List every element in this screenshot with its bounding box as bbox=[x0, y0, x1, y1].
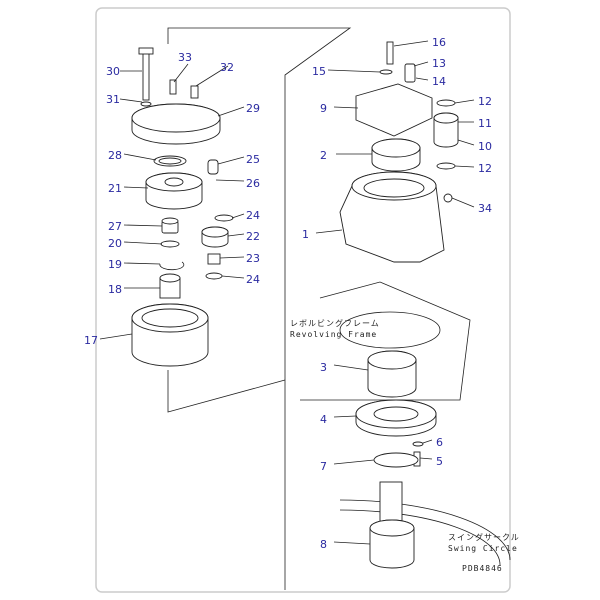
diagram-frame bbox=[95, 7, 511, 593]
callout-15: 15 bbox=[312, 65, 326, 78]
callout-11: 11 bbox=[478, 117, 492, 130]
callout-8: 8 bbox=[320, 538, 327, 551]
right-motor-assembly bbox=[300, 41, 511, 569]
part-9-motor-housing bbox=[355, 83, 433, 137]
part-30-bolt bbox=[142, 51, 150, 101]
guide-line-top bbox=[167, 27, 352, 590]
callout-28: 28 bbox=[108, 149, 122, 162]
callout-24b: 24 bbox=[246, 273, 260, 286]
callout-17: 17 bbox=[84, 334, 98, 347]
revolving-frame-outline bbox=[300, 281, 471, 401]
guide-line-bottom bbox=[167, 370, 286, 413]
callout-16: 16 bbox=[432, 36, 446, 49]
callout-9: 9 bbox=[320, 102, 327, 115]
callout-34: 34 bbox=[478, 202, 492, 215]
swing-circle-en: Swing Circle bbox=[448, 544, 518, 553]
callout-7: 7 bbox=[320, 460, 327, 473]
callout-13: 13 bbox=[432, 57, 446, 70]
drawing-code: PDB4846 bbox=[462, 564, 503, 573]
callout-27: 27 bbox=[108, 220, 122, 233]
callout-18: 18 bbox=[108, 283, 122, 296]
callout-24: 24 bbox=[246, 209, 260, 222]
callout-33: 33 bbox=[178, 51, 192, 64]
callout-26: 26 bbox=[246, 177, 260, 190]
callout-32: 32 bbox=[220, 61, 234, 74]
callout-1: 1 bbox=[302, 228, 309, 241]
swing-circle-jp: スイングサークル bbox=[448, 532, 520, 542]
callout-labels: 30 33 32 31 29 28 25 21 26 24 27 22 20 1… bbox=[84, 36, 492, 551]
callout-31: 31 bbox=[106, 93, 120, 106]
callout-30: 30 bbox=[106, 65, 120, 78]
callout-2: 2 bbox=[320, 149, 327, 162]
callout-22: 22 bbox=[246, 230, 260, 243]
callout-12b: 12 bbox=[478, 162, 492, 175]
callout-19: 19 bbox=[108, 258, 122, 271]
leader-lines bbox=[99, 40, 475, 545]
callout-6: 6 bbox=[436, 436, 443, 449]
swing-circle-outline bbox=[339, 499, 511, 561]
callout-10: 10 bbox=[478, 140, 492, 153]
callout-12: 12 bbox=[478, 95, 492, 108]
callout-25: 25 bbox=[246, 153, 260, 166]
callout-5: 5 bbox=[436, 455, 443, 468]
callout-4: 4 bbox=[320, 413, 327, 426]
revolving-frame-jp: レボルビングフレーム bbox=[290, 318, 380, 328]
callout-14: 14 bbox=[432, 75, 446, 88]
callout-20: 20 bbox=[108, 237, 122, 250]
callout-29: 29 bbox=[246, 102, 260, 115]
callout-23: 23 bbox=[246, 252, 260, 265]
callout-3: 3 bbox=[320, 361, 327, 374]
left-planetary-assembly bbox=[131, 47, 234, 367]
callout-21: 21 bbox=[108, 182, 122, 195]
revolving-frame-en: Revolving Frame bbox=[290, 330, 377, 339]
